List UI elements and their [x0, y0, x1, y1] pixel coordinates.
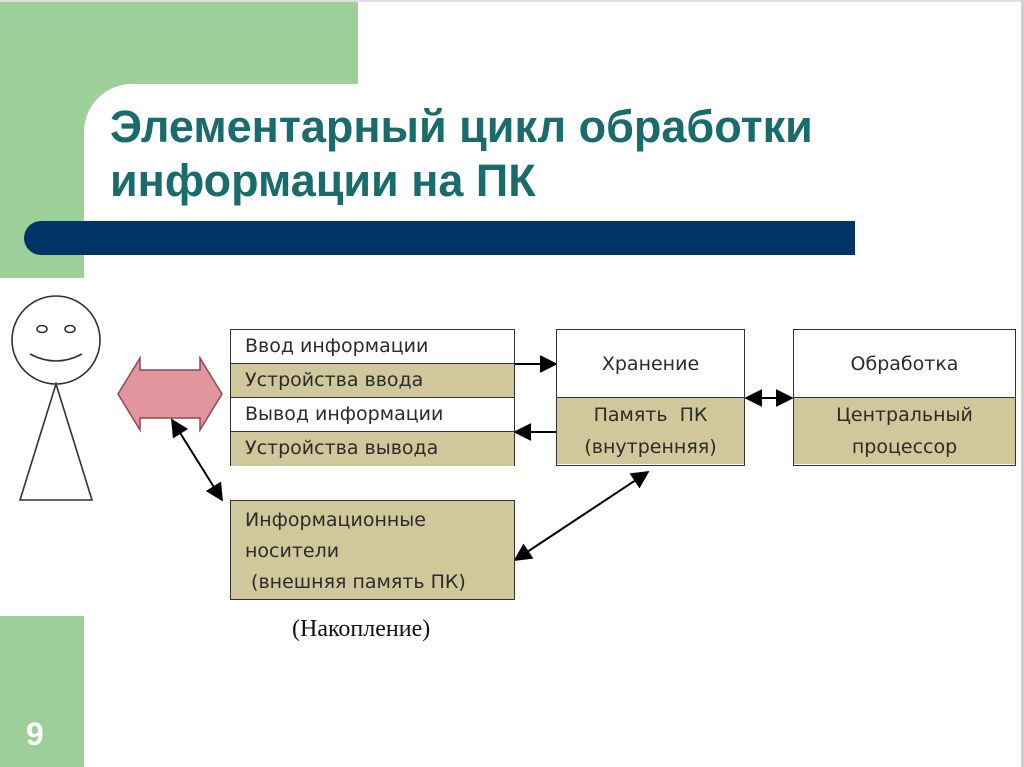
double-arrow-icon [117, 355, 223, 433]
processing-box: Обработка Центральный процессор [793, 329, 1016, 466]
processing-header: Обработка [794, 330, 1015, 398]
io-row-output-devices: Устройства вывода [231, 432, 514, 466]
processing-body-line-1: Центральный [836, 404, 973, 426]
title-underline-bar [24, 221, 855, 255]
person-head [11, 295, 101, 385]
slide-number: 9 [26, 716, 44, 752]
arrow-storage-media [513, 471, 650, 561]
io-row-input-info: Ввод информации [231, 330, 514, 364]
processing-header-text: Обработка [850, 352, 959, 375]
storage-header-text: Хранение [601, 352, 700, 375]
person-left-eye [36, 324, 48, 334]
person-right-eye [64, 324, 76, 334]
processing-body: Центральный процессор [794, 398, 1015, 464]
title-line-2: информации на ПК [110, 155, 536, 206]
media-line-1: Информационные [245, 509, 426, 531]
arrow-person-media [171, 418, 223, 502]
person-smile [29, 353, 83, 362]
title-line-1: Элементарный цикл обработки [110, 101, 813, 152]
person-figure [11, 295, 101, 501]
storage-header: Хранение [557, 330, 744, 398]
green-footer-block [0, 616, 84, 767]
storage-box: Хранение Память ПК (внутренняя) [556, 329, 745, 466]
person-body [18, 381, 94, 501]
slide-title: Элементарный цикл обработки информации н… [110, 100, 970, 208]
top-border [0, 0, 1024, 2]
accumulation-caption: (Накопление) [292, 616, 431, 642]
io-box: Ввод информации Устройства ввода Вывод и… [230, 329, 515, 466]
storage-body-line-2: (внутренняя) [584, 436, 717, 458]
media-line-2: носители [245, 540, 340, 562]
media-box: Информационные носители (внешняя память … [230, 500, 515, 600]
io-row-input-devices: Устройства ввода [231, 364, 514, 398]
io-row-output-info: Вывод информации [231, 398, 514, 432]
storage-body: Память ПК (внутренняя) [557, 398, 744, 464]
processing-body-line-2: процессор [851, 436, 958, 458]
right-border [1021, 0, 1024, 767]
storage-body-line-1: Память ПК [593, 404, 708, 426]
media-line-3: (внешняя память ПК) [245, 571, 466, 593]
